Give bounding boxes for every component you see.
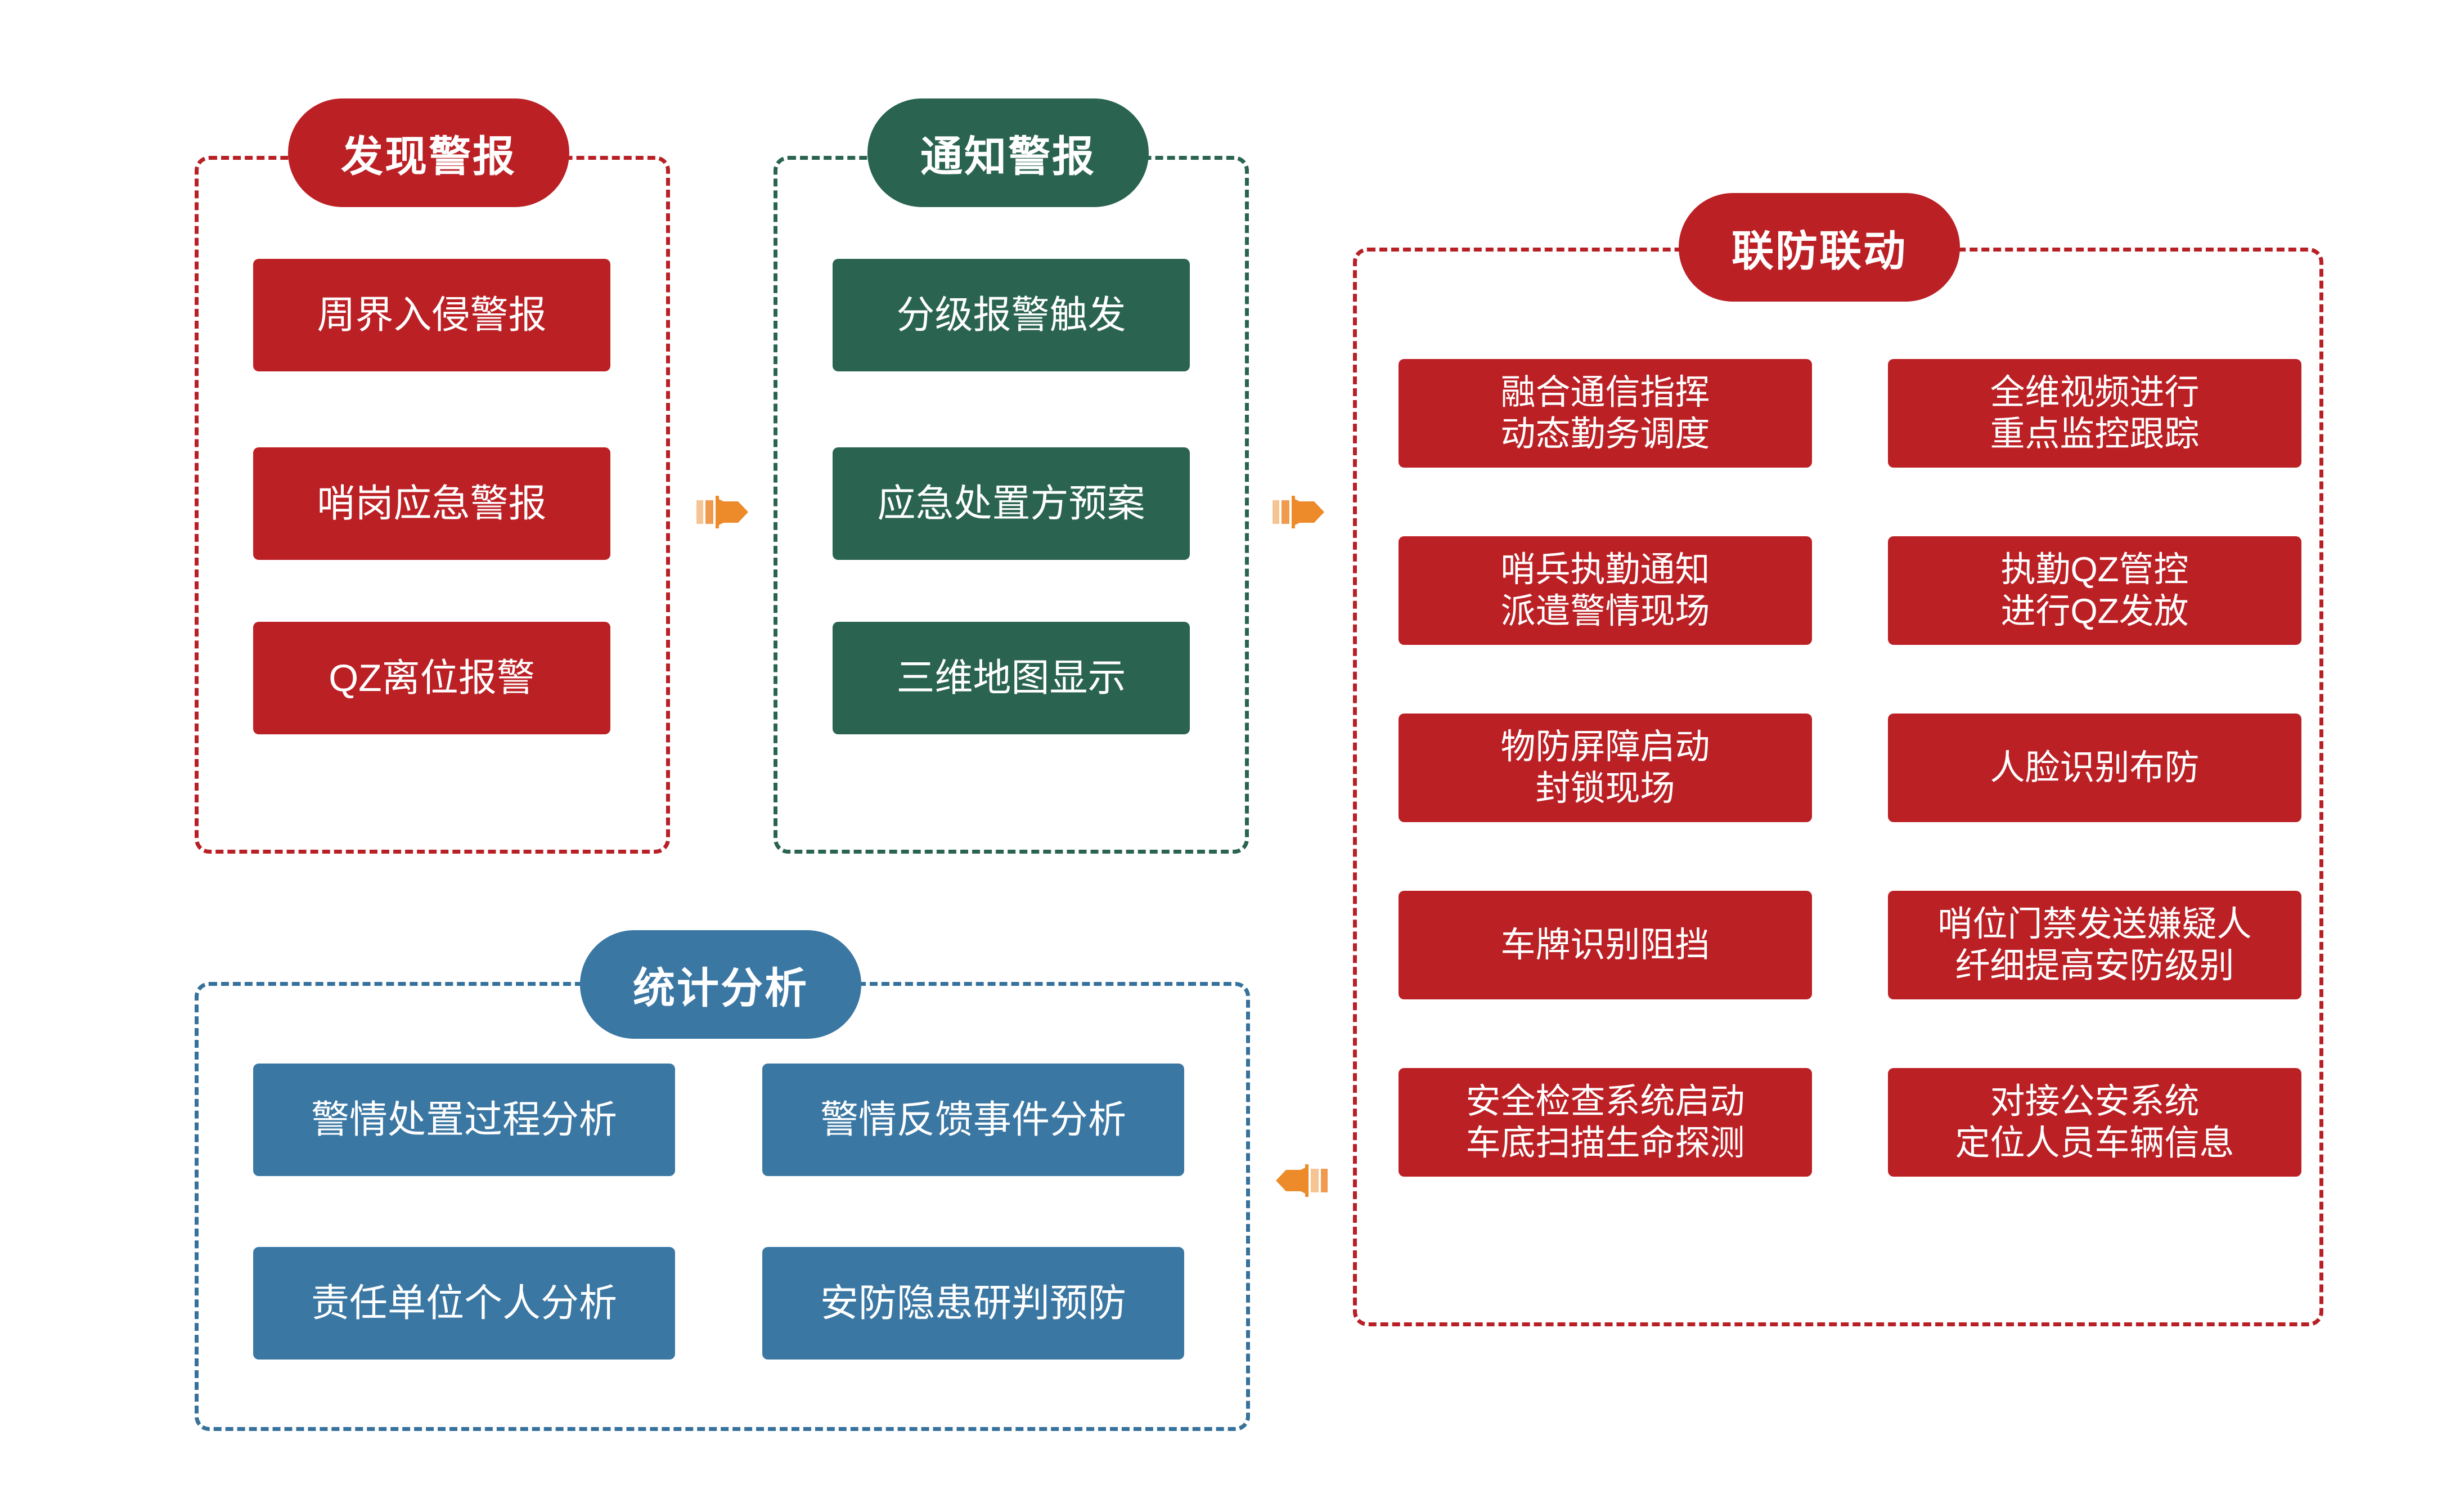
box-joint-left-3[interactable]: 物防屏障启动 封锁现场 (1399, 714, 1812, 822)
box-label-line1: 哨位门禁发送嫌疑人 (1937, 905, 2252, 944)
box-label-line1: 哨兵执勤通知 (1500, 550, 1710, 590)
box-notify-item-1[interactable]: 分级报警触发 (833, 259, 1190, 371)
box-label: 警情处置过程分析 (311, 1098, 617, 1141)
box-label-group: 人脸识别布防 (1990, 747, 2199, 788)
box-label: QZ离位报警 (329, 656, 535, 699)
pill-discover-alarm[interactable]: 发现警报 (288, 98, 569, 207)
box-notify-item-2[interactable]: 应急处置方预案 (833, 447, 1190, 560)
box-label-group: 融合通信指挥 动态勤务调度 (1500, 372, 1710, 454)
arrow-discover-to-notify (696, 496, 748, 528)
box-label-line1: 物防屏障启动 (1500, 728, 1710, 767)
box-joint-right-1[interactable]: 全维视频进行 重点监控跟踪 (1888, 359, 2301, 468)
box-label-line2: 派遣警情现场 (1500, 591, 1710, 631)
box-joint-right-3[interactable]: 人脸识别布防 (1888, 714, 2301, 822)
box-discover-item-2[interactable]: 哨岗应急警报 (253, 447, 610, 560)
box-stats-item-2[interactable]: 警情反馈事件分析 (762, 1064, 1184, 1176)
box-discover-item-1[interactable]: 周界入侵警报 (253, 259, 610, 371)
box-joint-left-5[interactable]: 安全检查系统启动 车底扫描生命探测 (1399, 1068, 1812, 1177)
box-label-group: 车牌识别阻挡 (1500, 925, 1710, 966)
box-label-group: 执勤QZ管控 进行QZ发放 (2000, 549, 2188, 631)
box-label: 责任单位个人分析 (311, 1281, 617, 1325)
box-label-line1: 对接公安系统 (1990, 1082, 2200, 1121)
box-discover-item-3[interactable]: QZ离位报警 (253, 622, 610, 734)
box-label-line2: 车底扫描生命探测 (1465, 1123, 1745, 1163)
box-joint-right-5[interactable]: 对接公安系统 定位人员车辆信息 (1888, 1068, 2301, 1177)
box-label: 哨岗应急警报 (317, 482, 547, 525)
box-label-line1: 融合通信指挥 (1500, 373, 1710, 412)
box-label-group: 全维视频进行 重点监控跟踪 (1990, 372, 2199, 454)
box-label: 周界入侵警报 (317, 293, 547, 337)
box-label-line2: 定位人员车辆信息 (1955, 1123, 2234, 1163)
box-label-line2: 封锁现场 (1535, 769, 1675, 808)
pill-notify-alarm[interactable]: 通知警报 (867, 98, 1149, 207)
box-joint-right-2[interactable]: 执勤QZ管控 进行QZ发放 (1888, 536, 2301, 645)
box-label: 安防隐患研判预防 (820, 1281, 1126, 1325)
box-label-line1: 安全检查系统启动 (1465, 1082, 1745, 1121)
box-label-line2: 重点监控跟踪 (1990, 414, 2200, 454)
box-label-line1: 车牌识别阻挡 (1500, 925, 1710, 964)
arrow-notify-to-joint (1273, 496, 1324, 528)
box-joint-left-1[interactable]: 融合通信指挥 动态勤务调度 (1399, 359, 1812, 468)
box-stats-item-4[interactable]: 安防隐患研判预防 (762, 1247, 1184, 1360)
box-joint-left-2[interactable]: 哨兵执勤通知 派遣警情现场 (1399, 536, 1812, 645)
box-label-group: 哨兵执勤通知 派遣警情现场 (1500, 549, 1710, 631)
box-stats-item-3[interactable]: 责任单位个人分析 (253, 1247, 675, 1360)
box-label-line1: 全维视频进行 (1990, 373, 2200, 412)
pill-statistical-analysis[interactable]: 统计分析 (580, 930, 861, 1039)
box-label: 三维地图显示 (896, 656, 1126, 699)
box-joint-left-4[interactable]: 车牌识别阻挡 (1399, 891, 1812, 999)
box-label-group: 哨位门禁发送嫌疑人 纤细提高安防级别 (1937, 904, 2251, 986)
box-label-line1: 人脸识别布防 (1990, 748, 2200, 787)
box-label-group: 对接公安系统 定位人员车辆信息 (1955, 1081, 2234, 1163)
box-notify-item-3[interactable]: 三维地图显示 (833, 622, 1190, 734)
box-label-line2: 动态勤务调度 (1500, 414, 1710, 454)
panel-statistical-analysis (195, 982, 1250, 1431)
pill-joint-defense[interactable]: 联防联动 (1679, 193, 1960, 302)
box-joint-right-4[interactable]: 哨位门禁发送嫌疑人 纤细提高安防级别 (1888, 891, 2301, 999)
box-label-line1: 执勤QZ管控 (2000, 550, 2189, 590)
box-label-group: 物防屏障启动 封锁现场 (1500, 726, 1710, 809)
box-label: 警情反馈事件分析 (820, 1098, 1126, 1141)
box-label-group: 安全检查系统启动 车底扫描生命探测 (1465, 1081, 1744, 1163)
box-label-line2: 纤细提高安防级别 (1955, 946, 2234, 985)
box-stats-item-1[interactable]: 警情处置过程分析 (253, 1064, 675, 1176)
box-label-line2: 进行QZ发放 (2000, 591, 2189, 631)
box-label: 分级报警触发 (896, 293, 1126, 337)
box-label: 应急处置方预案 (877, 482, 1145, 525)
arrow-joint-to-stats (1276, 1164, 1328, 1197)
